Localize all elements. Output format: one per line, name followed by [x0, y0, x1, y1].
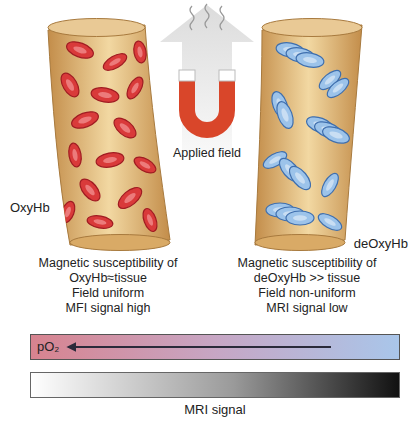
blood-cell	[69, 109, 100, 132]
field-label: Applied field	[147, 146, 267, 161]
property-note: MRI signal low	[232, 301, 382, 316]
axis-label: MRI signal	[30, 402, 400, 417]
blood-cell	[111, 114, 140, 141]
blood-cell	[318, 171, 341, 200]
blood-cell	[124, 75, 146, 102]
oxy-vessel	[48, 19, 170, 251]
property-note: Field non-uniform	[232, 286, 382, 301]
blood-cell	[90, 86, 120, 105]
blood-cell	[286, 211, 314, 225]
mri-signal-bar: MRI signal	[30, 372, 400, 417]
po2-arrow	[31, 335, 399, 359]
blood-cell	[286, 163, 315, 193]
property-note: Field uniform	[33, 286, 183, 301]
signal-gradient	[30, 372, 400, 398]
blood-cell	[274, 99, 297, 130]
field-waves	[190, 4, 224, 30]
blood-cell	[132, 154, 159, 176]
deoxy-label: deOxyHb	[340, 236, 408, 251]
blood-cell	[67, 142, 83, 168]
blood-cell	[324, 75, 352, 101]
field-arrow	[160, 5, 254, 150]
blood-cell	[316, 210, 345, 233]
po2-arrow-line	[68, 346, 331, 348]
blood-cell	[132, 40, 148, 64]
blood-cell	[64, 39, 95, 62]
oxy-label: OxyHb	[10, 200, 70, 215]
property-note: Magnetic susceptibility of OxyHb≈tissue	[33, 256, 183, 286]
blood-cell	[95, 151, 125, 170]
blood-cell	[86, 214, 114, 230]
po2-gradient-bar: pO₂	[30, 334, 400, 360]
blood-cell	[140, 207, 159, 234]
blood-cell	[57, 70, 82, 100]
blood-cell	[101, 50, 130, 73]
deoxy-vessel	[255, 19, 362, 251]
blood-cell	[295, 51, 325, 70]
blood-cell	[115, 184, 145, 213]
property-note: Magnetic susceptibility of deOxyHb >> ti…	[232, 256, 382, 286]
blood-cell	[76, 176, 103, 205]
axis-label: pO₂	[31, 335, 59, 359]
blood-cell	[59, 200, 78, 225]
property-note: MFI signal high	[33, 301, 183, 316]
blood-cell	[320, 124, 351, 147]
magnet	[179, 70, 235, 130]
